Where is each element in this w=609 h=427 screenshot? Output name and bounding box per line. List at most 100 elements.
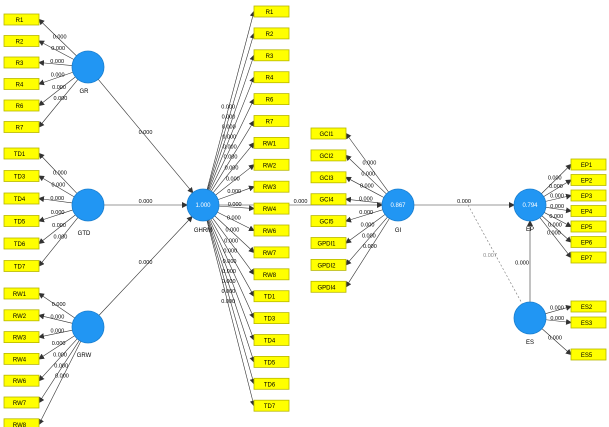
loading-edge <box>545 207 572 214</box>
loading-value: 0.000 <box>550 316 564 322</box>
indicator-gtd-td7[interactable] <box>3 260 40 272</box>
indicator-label: ES3 <box>581 321 593 327</box>
indicator-grw-rw6[interactable] <box>3 374 40 387</box>
indicator-gtd-td4[interactable] <box>3 192 40 205</box>
loading-edge <box>345 214 386 244</box>
loading-edge <box>217 185 255 200</box>
indicator-ep-ep2[interactable] <box>570 174 607 186</box>
indicator-es-es5[interactable] <box>570 348 607 361</box>
indicator-label: EP4 <box>581 210 593 216</box>
loading-value: 0.000 <box>51 46 65 52</box>
indicator-gtd-td3[interactable] <box>3 170 40 182</box>
indicator-label: R3 <box>266 54 274 60</box>
indicator-grw-rw4[interactable] <box>3 352 40 365</box>
loading-edge <box>38 175 75 198</box>
indicator-label: RW2 <box>13 314 27 320</box>
loading-value: 0.000 <box>362 234 376 240</box>
indicator-gr-r2[interactable] <box>3 35 40 47</box>
indicator-es-es3[interactable] <box>570 316 607 329</box>
loading-value: 0.000 <box>548 176 562 182</box>
loading-edge <box>208 76 255 191</box>
indicator-gtd-td5[interactable] <box>3 215 40 227</box>
indicator-ghrm-td7[interactable] <box>253 399 290 412</box>
indicator-ghrm-rw3[interactable] <box>253 180 290 193</box>
indicator-grw-rw7[interactable] <box>3 396 40 409</box>
loading-edge <box>38 209 73 223</box>
indicator-ep-ep1[interactable] <box>570 158 607 171</box>
indicator-label: TD6 <box>264 382 276 388</box>
loading-value: 0.000 <box>221 104 235 110</box>
indicator-grw-rw3[interactable] <box>3 331 40 344</box>
latent-ghrm[interactable] <box>186 188 220 222</box>
indicator-gi-gci5[interactable] <box>310 215 347 228</box>
indicator-ep-ep3[interactable] <box>570 189 607 202</box>
indicator-ghrm-r3[interactable] <box>253 49 290 62</box>
indicator-ghrm-rw8[interactable] <box>253 268 290 281</box>
indicator-ep-ep7[interactable] <box>570 251 607 264</box>
latent-label: EP <box>526 227 534 233</box>
loading-edge <box>38 76 76 107</box>
indicator-ep-ep6[interactable] <box>570 236 607 248</box>
loading-edge <box>38 338 78 382</box>
indicator-label: R6 <box>16 104 24 110</box>
latent-gr[interactable] <box>71 50 105 84</box>
indicator-gr-r3[interactable] <box>3 56 40 69</box>
indicator-gr-r4[interactable] <box>3 78 40 90</box>
indicator-ghrm-r6[interactable] <box>253 93 290 105</box>
loading-edge <box>38 341 82 426</box>
latent-es[interactable] <box>513 301 547 335</box>
indicator-ghrm-rw7[interactable] <box>253 246 290 259</box>
latent-grw[interactable] <box>71 310 105 344</box>
indicator-grw-rw1[interactable] <box>3 287 40 300</box>
indicator-label: R4 <box>266 76 274 82</box>
indicator-ghrm-rw2[interactable] <box>253 158 290 171</box>
indicator-gi-gpdi2[interactable] <box>310 258 347 271</box>
indicator-ghrm-td6[interactable] <box>253 377 290 390</box>
indicator-gi-gci1[interactable] <box>310 127 347 140</box>
indicator-ghrm-r4[interactable] <box>253 71 290 84</box>
indicator-ghrm-rw4[interactable] <box>253 202 290 215</box>
indicator-label: RW1 <box>263 141 277 147</box>
indicator-gi-gci2[interactable] <box>310 149 347 162</box>
indicator-gi-gpdi4[interactable] <box>310 280 347 293</box>
loading-value: 0.000 <box>52 341 66 347</box>
indicator-ghrm-rw1[interactable] <box>253 136 290 149</box>
loading-value: 0.000 <box>225 165 239 171</box>
latent-r2-value: 0.867 <box>390 203 406 209</box>
indicator-label: TD4 <box>14 197 26 203</box>
indicator-ghrm-td4[interactable] <box>253 334 290 346</box>
indicator-gr-r7[interactable] <box>3 121 40 133</box>
indicator-ghrm-td1[interactable] <box>253 290 290 303</box>
indicator-gi-gci3[interactable] <box>310 171 347 184</box>
indicator-ghrm-r1[interactable] <box>253 5 290 18</box>
indicator-label: EP5 <box>581 225 593 231</box>
indicator-ghrm-td5[interactable] <box>253 355 290 368</box>
latent-ep[interactable] <box>513 188 547 222</box>
loading-edge <box>214 215 255 254</box>
indicator-gtd-td6[interactable] <box>3 237 40 250</box>
indicator-gr-r1[interactable] <box>3 13 40 26</box>
indicator-ghrm-r7[interactable] <box>253 115 290 127</box>
indicator-ghrm-r2[interactable] <box>253 27 290 40</box>
loading-value: 0.000 <box>221 289 235 295</box>
loading-edge <box>345 216 388 266</box>
loading-edge <box>545 193 572 202</box>
indicator-gi-gci4[interactable] <box>310 193 347 206</box>
path-grw-ghrm <box>98 215 193 316</box>
indicator-gr-r6[interactable] <box>3 99 40 112</box>
latent-gtd[interactable] <box>71 188 105 222</box>
loading-edge <box>38 340 80 404</box>
indicator-ep-ep4[interactable] <box>570 205 607 217</box>
indicator-es-es2[interactable] <box>570 300 607 313</box>
indicator-gtd-td1[interactable] <box>3 147 40 160</box>
indicator-ghrm-rw6[interactable] <box>253 224 290 237</box>
indicator-ep-ep5[interactable] <box>570 220 607 233</box>
indicator-grw-rw2[interactable] <box>3 309 40 322</box>
loading-value: 0.000 <box>52 85 66 91</box>
indicator-label: R3 <box>16 61 24 67</box>
indicator-label: RW8 <box>263 273 277 279</box>
indicator-ghrm-td3[interactable] <box>253 312 290 325</box>
indicator-grw-rw8[interactable] <box>3 418 40 427</box>
indicator-gi-gpdi1[interactable] <box>310 237 347 249</box>
latent-gi[interactable] <box>381 188 415 222</box>
